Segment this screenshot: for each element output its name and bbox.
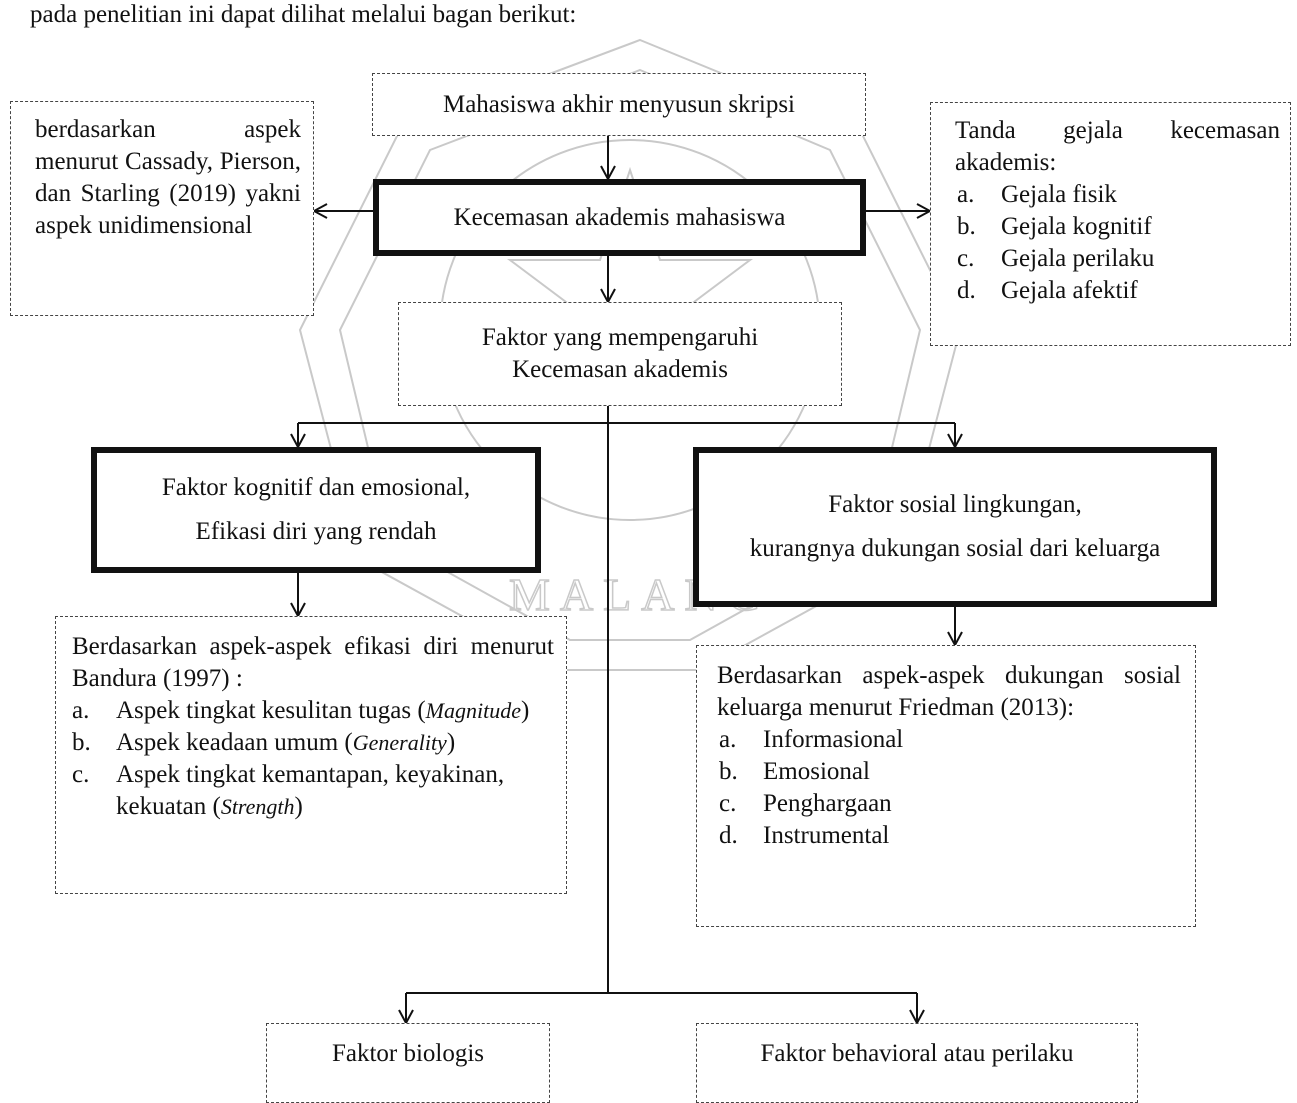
node-social: Faktor sosial lingkungan, kurangnya duku… [693,447,1217,607]
cognitive-line2: Efikasi diri yang rendah [195,518,437,545]
node-core: Kecemasan akademis mahasiswa [373,179,866,256]
symptom-item: b.Gejala kognitif [957,213,1152,240]
node-factors: Faktor yang mempengaruhi Kecemasan akade… [398,302,842,406]
node-core-label: Kecemasan akademis mahasiswa [453,203,786,231]
social-line1: Faktor sosial lingkungan, [828,491,1082,518]
support-intro: Berdasarkan aspek-aspek dukungan sosial … [717,662,1181,721]
biological-label: Faktor biologis [331,1040,485,1067]
symptoms-title: Tanda gejala kecemasan akademis: [955,117,1280,176]
clipped-top-text: pada penelitian ini dapat dilihat melalu… [30,1,577,28]
node-cognitive: Faktor kognitif dan emosional, Efikasi d… [91,447,541,573]
support-item: a.Informasional [719,726,904,753]
node-aspect: berdasarkan aspek menurut Cassady, Piers… [10,101,314,316]
node-support: Berdasarkan aspek-aspek dukungan sosial … [696,645,1196,927]
behavioral-label: Faktor behavioral atau perilaku [760,1040,1074,1067]
node-start-label: Mahasiswa akhir menyusun skripsi [442,90,796,118]
node-symptoms: Tanda gejala kecemasan akademis: a.Gejal… [930,102,1291,346]
efficacy-item: a.Aspek tingkat kesulitan tugas (Magnitu… [72,697,530,724]
support-item: b.Emosional [719,758,870,785]
node-start: Mahasiswa akhir menyusun skripsi [372,73,866,136]
symptom-item: c.Gejala perilaku [957,245,1155,272]
node-efficacy: Berdasarkan aspek-aspek efikasi diri men… [55,616,567,894]
factors-line1: Faktor yang mempengaruhi [481,324,759,351]
symptom-item: d.Gejala afektif [957,277,1138,304]
social-line2: kurangnya dukungan sosial dari keluarga [749,535,1161,562]
efficacy-item: c.Aspek tingkat kemantapan, keyakinan, k… [72,761,505,820]
support-item: c.Penghargaan [719,790,892,817]
node-behavioral: Faktor behavioral atau perilaku [696,1023,1138,1103]
factors-line2: Kecemasan akademis [512,356,728,383]
node-biological: Faktor biologis [266,1023,550,1103]
support-item: d.Instrumental [719,822,890,849]
symptom-item: a.Gejala fisik [957,181,1117,208]
efficacy-item: b.Aspek keadaan umum (Generality) [72,729,456,756]
node-aspect-text: berdasarkan aspek menurut Cassady, Piers… [35,116,301,239]
efficacy-intro: Berdasarkan aspek-aspek efikasi diri men… [72,633,554,692]
cognitive-line1: Faktor kognitif dan emosional, [161,474,471,501]
